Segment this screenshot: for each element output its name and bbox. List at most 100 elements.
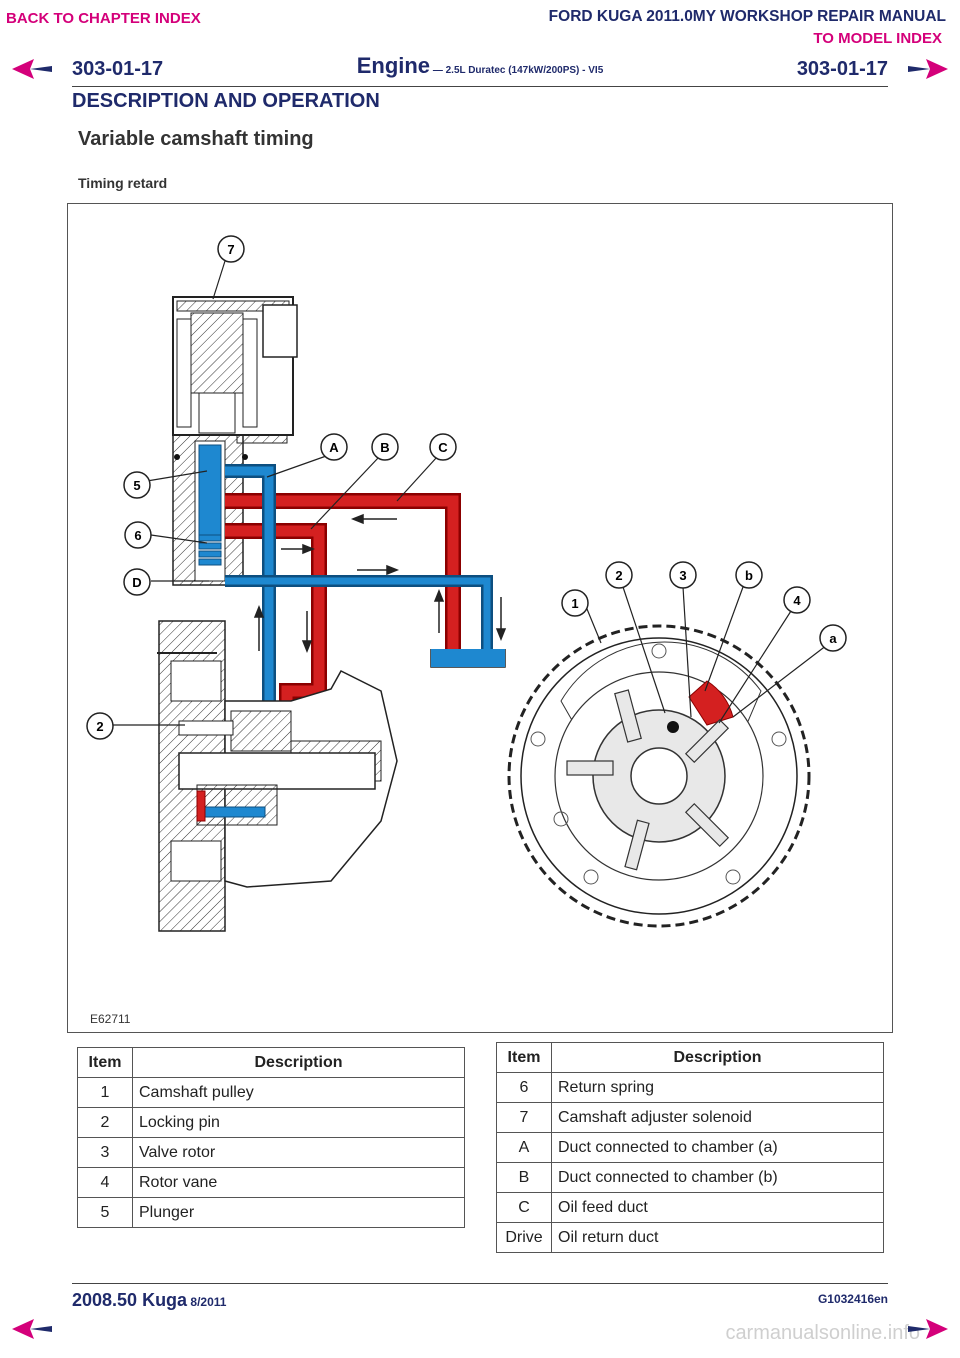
item-description: Oil feed duct xyxy=(551,1192,884,1223)
item-description: Locking pin xyxy=(132,1107,465,1138)
item-number: 1 xyxy=(77,1077,133,1108)
item-number: Drive xyxy=(496,1222,552,1253)
page-subheading: Timing retard xyxy=(78,175,168,191)
column-header-description: Description xyxy=(551,1042,884,1073)
camshaft-pulley xyxy=(507,624,811,928)
column-header-item: Item xyxy=(496,1042,552,1073)
item-number: 6 xyxy=(496,1072,552,1103)
variable-camshaft-timing-diagram: 7 A B C 5 6 D 2 2 3 b 1 4 a xyxy=(67,203,893,1033)
item-description: Plunger xyxy=(132,1197,465,1228)
footer-model-info: 2008.50 Kuga 8/2011 xyxy=(72,1290,226,1311)
item-description: Valve rotor xyxy=(132,1137,465,1168)
engine-subtitle: — 2.5L Duratec (147kW/200PS) - VI5 xyxy=(430,65,604,76)
item-number: 5 xyxy=(77,1197,133,1228)
item-description: Rotor vane xyxy=(132,1167,465,1198)
item-number: A xyxy=(496,1132,552,1163)
svg-text:3: 3 xyxy=(679,568,686,583)
camshaft-cross-section xyxy=(157,620,398,932)
item-description: Duct connected to chamber (a) xyxy=(551,1132,884,1163)
oil-sump xyxy=(430,649,506,668)
callout-2-pulley: 2 xyxy=(605,561,633,589)
item-number: B xyxy=(496,1162,552,1193)
page-heading: Variable camshaft timing xyxy=(78,128,314,150)
svg-text:b: b xyxy=(745,568,753,583)
column-header-item: Item xyxy=(77,1047,133,1078)
callout-5: 5 xyxy=(123,471,151,499)
svg-text:a: a xyxy=(829,631,837,646)
footer-divider xyxy=(72,1283,888,1284)
item-number: 4 xyxy=(77,1167,133,1198)
callout-2-section: 2 xyxy=(86,712,114,740)
callout-7: 7 xyxy=(217,235,245,263)
svg-text:2: 2 xyxy=(96,719,103,734)
svg-text:4: 4 xyxy=(793,593,801,608)
to-model-index-link[interactable]: TO MODEL INDEX xyxy=(813,30,942,47)
callouts: 7 A B C 5 6 D 2 2 3 b 1 4 a xyxy=(86,235,847,740)
table-header-row: Item Description xyxy=(77,1047,465,1078)
column-header-description: Description xyxy=(132,1047,465,1078)
section-title: DESCRIPTION AND OPERATION xyxy=(72,90,380,112)
camshaft-adjuster-solenoid xyxy=(172,296,298,444)
item-description: Camshaft adjuster solenoid xyxy=(551,1102,884,1133)
svg-text:2: 2 xyxy=(615,568,622,583)
item-description: Oil return duct xyxy=(551,1222,884,1253)
next-page-arrow-icon[interactable] xyxy=(906,58,950,80)
oil-flow-arrows xyxy=(253,513,507,654)
svg-text:C: C xyxy=(438,440,448,455)
svg-text:B: B xyxy=(380,440,389,455)
callout-4: 4 xyxy=(783,586,811,614)
callout-3: 3 xyxy=(669,561,697,589)
header-divider xyxy=(72,86,888,87)
item-number: 7 xyxy=(496,1102,552,1133)
svg-text:A: A xyxy=(329,440,339,455)
previous-page-arrow-icon-bottom[interactable] xyxy=(10,1318,54,1340)
manual-title: FORD KUGA 2011.0MY WORKSHOP REPAIR MANUA… xyxy=(548,8,946,25)
callout-1: 1 xyxy=(561,589,589,617)
table-header-row: Item Description xyxy=(496,1042,884,1073)
item-number: C xyxy=(496,1192,552,1223)
engine-title: Engine xyxy=(356,53,431,78)
callout-A: A xyxy=(320,433,348,461)
svg-text:7: 7 xyxy=(227,242,234,257)
page-number-left: 303-01-17 xyxy=(72,58,164,80)
svg-text:5: 5 xyxy=(133,478,140,493)
svg-text:D: D xyxy=(132,575,141,590)
engine-header: Engine — 2.5L Duratec (147kW/200PS) - VI… xyxy=(0,53,960,79)
page-number-right: 303-01-17 xyxy=(796,58,888,80)
footer-model: 2008.50 Kuga xyxy=(72,1290,188,1310)
back-to-chapter-index-link[interactable]: BACK TO CHAPTER INDEX xyxy=(6,10,201,27)
figure-code: E62711 xyxy=(90,1012,131,1026)
callout-a: a xyxy=(819,624,847,652)
next-page-arrow-icon-bottom[interactable] xyxy=(906,1318,950,1340)
svg-text:1: 1 xyxy=(571,596,578,611)
watermark: carmanualsonline.info xyxy=(725,1322,920,1344)
callout-6: 6 xyxy=(124,521,152,549)
callout-C: C xyxy=(429,433,457,461)
footer-date: 8/2011 xyxy=(187,1295,227,1309)
callout-B: B xyxy=(371,433,399,461)
item-number: 2 xyxy=(77,1107,133,1138)
callout-b: b xyxy=(735,561,763,589)
footer-document-code: G1032416en xyxy=(817,1292,888,1306)
item-description: Return spring xyxy=(551,1072,884,1103)
previous-page-arrow-icon[interactable] xyxy=(10,58,54,80)
control-valve-housing xyxy=(172,434,248,586)
item-description: Duct connected to chamber (b) xyxy=(551,1162,884,1193)
item-description: Camshaft pulley xyxy=(132,1077,465,1108)
item-number: 3 xyxy=(77,1137,133,1168)
callout-D: D xyxy=(123,568,151,596)
svg-text:6: 6 xyxy=(134,528,141,543)
